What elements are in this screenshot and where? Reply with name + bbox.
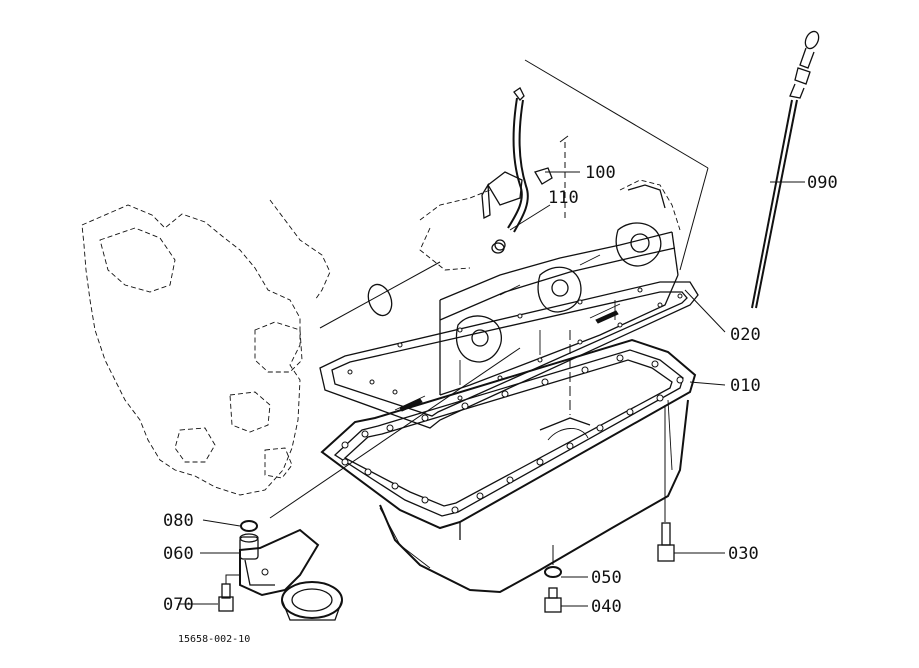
label-070: 070 <box>163 595 194 615</box>
oil-pipe <box>481 87 553 251</box>
label-030: 030 <box>728 544 759 564</box>
o-ring-110 <box>491 242 505 254</box>
label-010: 010 <box>730 376 761 396</box>
bolt-040 <box>544 587 562 613</box>
leader-lines <box>178 171 805 607</box>
pan-flange-holes <box>341 354 684 514</box>
label-050: 050 <box>591 568 622 588</box>
engine-block-outline <box>81 199 331 496</box>
label-020: 020 <box>730 325 761 345</box>
bolt-070 <box>218 574 240 612</box>
oil-dipstick <box>751 30 820 309</box>
drain-plug-030 <box>657 522 675 562</box>
figure-number: 15658-002-10 <box>178 634 250 645</box>
oil-passage-oring <box>367 283 393 317</box>
label-110: 110 <box>548 188 579 208</box>
oil-strainer <box>239 528 343 621</box>
pipe-bracket-lines <box>524 59 709 271</box>
label-040: 040 <box>591 597 622 617</box>
label-080: 080 <box>163 511 194 531</box>
assembly-line <box>319 261 441 329</box>
label-100: 100 <box>585 163 616 183</box>
washer-050 <box>544 566 562 578</box>
strainer-oring <box>240 520 258 532</box>
label-060: 060 <box>163 544 194 564</box>
oil-pan <box>320 338 697 594</box>
gasket-bolt-holes <box>347 287 683 405</box>
engine-crankcase-outline <box>419 179 681 396</box>
label-090: 090 <box>807 173 838 193</box>
